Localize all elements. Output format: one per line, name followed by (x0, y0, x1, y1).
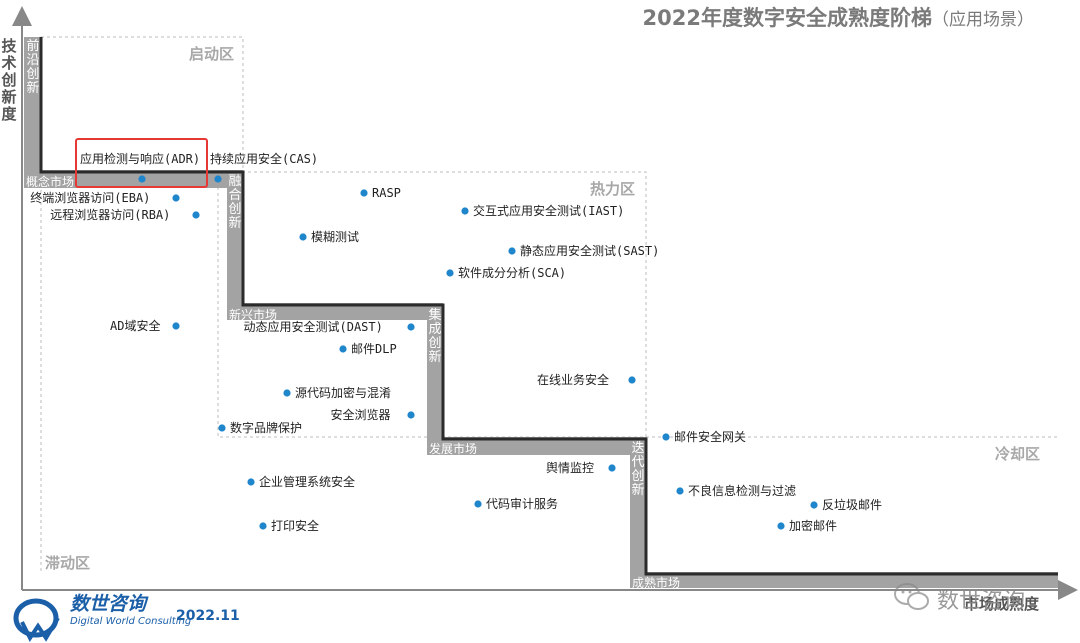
innovation-label-fusion: 融合创新 (228, 174, 242, 231)
data-point (446, 269, 454, 277)
innovation-label-frontier: 前沿创新 (26, 39, 40, 96)
data-point-label: 源代码加密与混淆 (295, 386, 392, 400)
data-point-label: 数字品牌保护 (230, 421, 303, 435)
data-point (339, 345, 347, 353)
maturity-stairs (24, 37, 1058, 588)
data-point (172, 194, 180, 202)
data-point (247, 478, 255, 486)
data-point-label: 反垃圾邮件 (822, 498, 883, 512)
data-point (172, 322, 180, 330)
data-point (474, 500, 482, 508)
data-point-label: 静态应用安全测试(SAST) (520, 244, 660, 258)
data-point-label: 加密邮件 (789, 519, 838, 533)
data-point-label: 应用检测与响应(ADR) (80, 152, 201, 166)
data-point-label: 模糊测试 (311, 230, 360, 244)
dw-logo-icon (13, 598, 60, 642)
zone-label-hot: 热力区 (590, 180, 636, 198)
chart-title-main: 2022年度数字安全成熟度阶梯 (642, 6, 932, 30)
data-point (676, 487, 684, 495)
data-point (407, 411, 415, 419)
stage-label-mature: 成熟市场 (632, 576, 681, 590)
data-point-label: 持续应用安全(CAS) (210, 152, 319, 166)
innovation-label-iteration: 迭代创新 (631, 441, 645, 498)
zone-label-stagnant: 滞动区 (45, 554, 91, 572)
data-point (662, 433, 670, 441)
y-axis-label: 技术创新度 (1, 37, 17, 123)
data-point (777, 522, 785, 530)
data-point (218, 424, 226, 432)
data-point-label: 邮件安全网关 (674, 430, 747, 444)
zone-label-cool: 冷却区 (995, 445, 1041, 463)
data-point-label: RASP (372, 186, 401, 200)
data-point (461, 207, 469, 215)
data-point-label: 安全浏览器 (330, 408, 391, 422)
data-point-label: 不良信息检测与过滤 (688, 484, 797, 498)
x-axis-label: 市场成熟度 (964, 595, 1040, 613)
wechat-icon (894, 583, 929, 610)
data-point-label: 软件成分分析(SCA) (458, 266, 567, 280)
data-point-label: AD域安全 (110, 319, 161, 333)
report-date: 2022.11 (176, 608, 240, 624)
maturity-stairs-edge (39, 37, 1058, 576)
chart-title-sub: （应用场景） (932, 10, 1034, 30)
data-point (192, 211, 200, 219)
data-point (508, 247, 516, 255)
data-point (259, 522, 267, 530)
data-point-label: 动态应用安全测试(DAST) (243, 320, 383, 334)
data-point-label: 远程浏览器访问(RBA) (50, 208, 171, 222)
wechat-watermark: 数世咨询 (893, 579, 1073, 619)
data-point (628, 376, 636, 384)
data-point (214, 175, 222, 183)
data-point (608, 464, 616, 472)
data-point (283, 389, 291, 397)
data-point-label: 终端浏览器访问(EBA) (30, 191, 151, 205)
data-point (138, 175, 146, 183)
adr-highlight-box (75, 138, 208, 188)
data-point-label: 在线业务安全 (537, 373, 610, 387)
brand-name-en: Digital World Consulting (70, 616, 192, 627)
zone-label-start: 启动区 (189, 45, 235, 63)
data-point (360, 189, 368, 197)
data-point-label: 邮件DLP (351, 342, 397, 356)
stage-label-concept: 概念市场 (26, 175, 75, 189)
stage-label-developing: 发展市场 (429, 442, 478, 456)
data-point-label: 交互式应用安全测试(IAST) (473, 204, 625, 218)
data-point-label: 企业管理系统安全 (259, 475, 356, 489)
data-point-label: 代码审计服务 (486, 497, 559, 511)
points-layer (138, 175, 818, 530)
wechat-name: 数世咨询 (937, 589, 1026, 614)
data-point (299, 233, 307, 241)
data-point-label: 舆情监控 (546, 461, 595, 475)
data-point (407, 323, 415, 331)
brand-logo: 数世咨询 Digital World Consulting 2022.11 (12, 592, 262, 642)
chart-title: 2022年度数字安全成熟度阶梯（应用场景） (643, 2, 1034, 32)
data-point (810, 501, 818, 509)
data-point-label: 打印安全 (271, 519, 320, 533)
brand-name-cn: 数世咨询 (70, 593, 147, 615)
innovation-label-integration: 集成创新 (428, 308, 442, 365)
stage-label-emerging: 新兴市场 (229, 308, 278, 322)
